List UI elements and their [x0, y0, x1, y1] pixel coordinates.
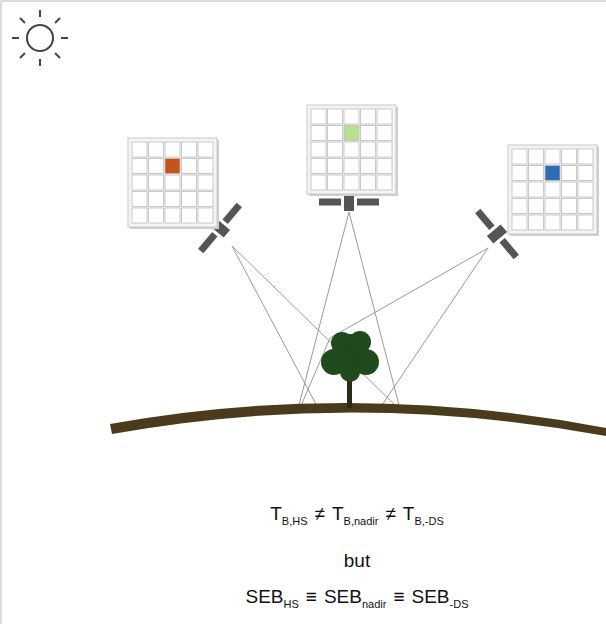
sun-icon: [12, 10, 68, 66]
operator: ≠: [315, 503, 325, 524]
pixel-grid: [128, 138, 219, 229]
equation-line: SEBHS≡SEBnadir≡SEB-DS: [157, 586, 557, 611]
subscript: nadir: [362, 598, 386, 610]
equation-line: but: [157, 550, 557, 573]
symbol-text: but: [344, 550, 370, 571]
view-lines: [232, 212, 488, 409]
symbol-text: T: [403, 503, 415, 524]
symbol-text: SEB: [324, 586, 362, 607]
subscript: B,nadir: [344, 515, 379, 527]
subscript: -DS: [450, 598, 469, 610]
pixel-grid: [508, 145, 599, 236]
operator: ≠: [385, 503, 395, 524]
ground: [110, 403, 606, 436]
symbol-text: T: [332, 503, 344, 524]
symbol-text: SEB: [246, 586, 284, 607]
pixel-grid: [307, 105, 398, 196]
subscript: B,-DS: [414, 515, 443, 527]
symbol-text: SEB: [412, 586, 450, 607]
equation-line: TB,HS≠TB,nadir≠TB,-DS: [157, 503, 557, 528]
symbol-text: T: [270, 503, 282, 524]
operator: ≡: [306, 586, 317, 607]
tree: [321, 331, 379, 408]
subscript: B,HS: [282, 515, 308, 527]
pixel-grids: [128, 105, 599, 236]
subscript: HS: [284, 598, 299, 610]
operator: ≡: [393, 586, 404, 607]
